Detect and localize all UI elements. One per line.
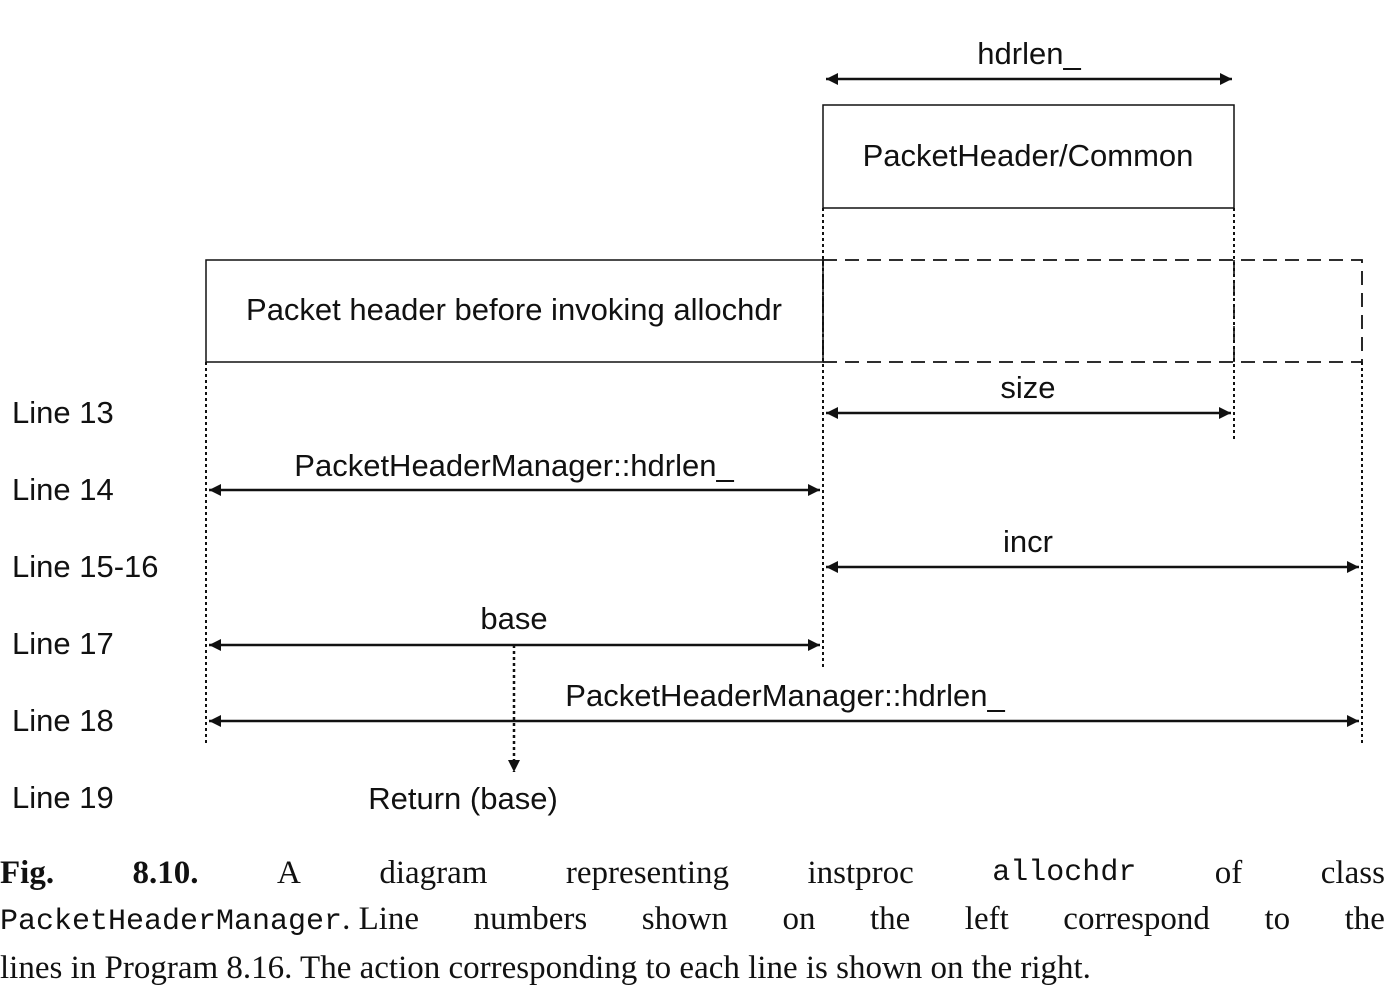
caption-word: representing bbox=[565, 855, 730, 891]
caption-word: A bbox=[277, 855, 301, 891]
allochdr-diagram: hdrlen_ PacketHeader/Common Packet heade… bbox=[12, 36, 1363, 816]
caption-word: numbers bbox=[473, 901, 588, 937]
line-label: Line 19 bbox=[12, 780, 114, 815]
caption-text: lines in Program 8.16. The action corres… bbox=[0, 950, 1091, 986]
figure-caption: Fig. 8.10. A diagram representing instpr… bbox=[0, 850, 1385, 991]
size-label: size bbox=[1000, 370, 1055, 405]
caption-row-1: Fig. 8.10. A diagram representing instpr… bbox=[0, 850, 1385, 896]
caption-word: instproc bbox=[807, 855, 914, 891]
allocated-extension-box bbox=[822, 259, 1363, 363]
caption-word: correspond bbox=[1063, 901, 1210, 937]
caption-word: diagram bbox=[379, 855, 488, 891]
caption-word: the bbox=[1344, 901, 1385, 937]
hdrlen-top-label: hdrlen_ bbox=[977, 36, 1081, 71]
caption-row-3: lines in Program 8.16. The action corres… bbox=[0, 945, 1385, 991]
caption-fig-number: 8.10. bbox=[132, 855, 199, 891]
caption-code-segment: PacketHeaderManager. Line bbox=[0, 896, 419, 945]
common-header-label: PacketHeader/Common bbox=[863, 138, 1194, 173]
line-label: Line 13 bbox=[12, 395, 114, 430]
caption-word: . Line bbox=[342, 901, 420, 937]
caption-word: class bbox=[1320, 855, 1385, 891]
caption-word: of bbox=[1214, 855, 1243, 891]
incr-label: incr bbox=[1003, 524, 1053, 559]
caption-word: shown bbox=[641, 901, 728, 937]
line-label: Line 18 bbox=[12, 703, 114, 738]
caption-word: to bbox=[1264, 901, 1291, 937]
caption-code-allochdr: allochdr bbox=[992, 856, 1137, 890]
caption-code-class: PacketHeaderManager bbox=[0, 905, 343, 939]
line-label: Line 17 bbox=[12, 626, 114, 661]
caption-word: left bbox=[964, 901, 1009, 937]
line-label: Line 14 bbox=[12, 472, 114, 507]
line-label: Line 15-16 bbox=[12, 549, 159, 584]
caption-row-2: PacketHeaderManager. Line numbers shown … bbox=[0, 896, 1385, 945]
caption-word: on bbox=[782, 901, 816, 937]
caption-word: the bbox=[869, 901, 911, 937]
manager-hdrlen-14-label: PacketHeaderManager::hdrlen_ bbox=[294, 448, 734, 483]
base-label: base bbox=[480, 601, 547, 636]
caption-fig-word: Fig. bbox=[0, 855, 55, 891]
before-header-label: Packet header before invoking allochdr bbox=[246, 292, 782, 327]
common-header-box bbox=[822, 104, 1235, 209]
return-label: Return (base) bbox=[368, 781, 558, 816]
manager-hdrlen-18-label: PacketHeaderManager::hdrlen_ bbox=[565, 678, 1005, 713]
